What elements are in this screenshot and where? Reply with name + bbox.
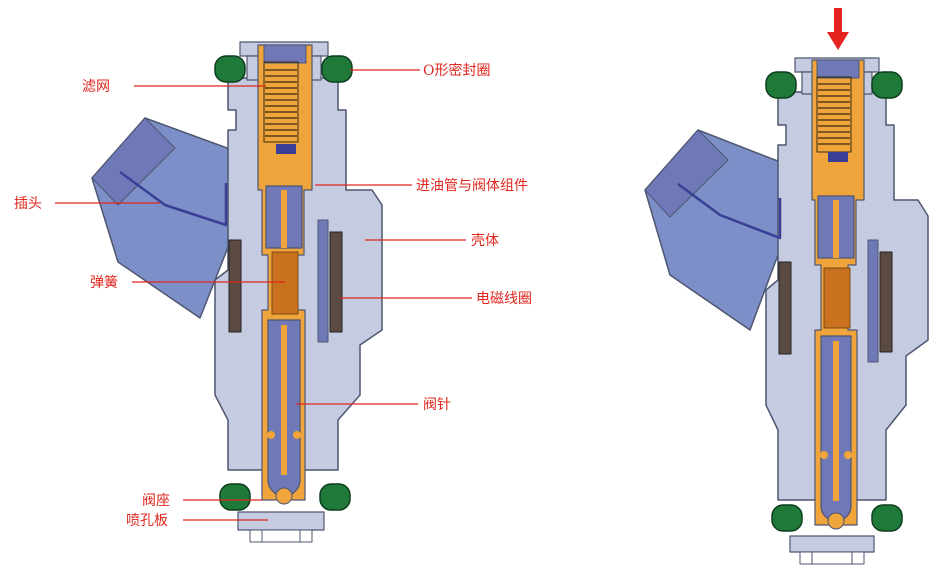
o-ring-bottom-left xyxy=(219,483,251,511)
o-ring-bottom-right-r xyxy=(871,504,903,532)
label-housing: 壳体 xyxy=(471,232,499,249)
filter-screen-left xyxy=(263,61,299,143)
o-ring-top-right-r xyxy=(871,71,903,99)
o-ring-bottom-left-r xyxy=(771,504,803,532)
label-inlet-tube: 进油管与阀体组件 xyxy=(416,178,528,194)
coil-winding-right-b xyxy=(879,251,893,353)
injector-cutaway-left xyxy=(91,41,383,543)
label-orifice-plate: 喷孔板 xyxy=(126,513,168,529)
label-coil: 电磁线圈 xyxy=(476,291,532,307)
label-needle: 阀针 xyxy=(423,397,451,413)
label-o-ring: O形密封圈 xyxy=(423,62,490,79)
connector-wire-left xyxy=(119,170,228,227)
coil-winding-left-b xyxy=(329,231,343,333)
o-ring-top-right xyxy=(321,55,353,83)
label-plug: 插头 xyxy=(14,196,42,212)
injector-cutaway-right xyxy=(644,8,929,565)
label-spring: 弹簧 xyxy=(90,275,118,291)
coil-winding-right-a xyxy=(778,261,792,355)
filter-coil-right xyxy=(818,83,850,145)
filter-coil-left xyxy=(265,69,297,137)
o-ring-top-left-r xyxy=(765,71,797,99)
label-filter: 滤网 xyxy=(82,79,110,95)
leader-lines xyxy=(55,69,472,521)
o-ring-bottom-right xyxy=(319,483,351,511)
label-seat: 阀座 xyxy=(142,493,170,509)
coil-winding-left-a xyxy=(228,239,242,333)
spring-left xyxy=(271,251,299,315)
spring-right xyxy=(823,267,851,329)
down-arrow-icon xyxy=(827,8,849,50)
labels: 滤网 O形密封圈 插头 进油管与阀体组件 壳体 弹簧 电磁线圈 阀针 阀座 喷孔… xyxy=(14,62,532,529)
o-ring-top-left xyxy=(214,55,246,83)
connector-wire-right xyxy=(677,182,782,240)
